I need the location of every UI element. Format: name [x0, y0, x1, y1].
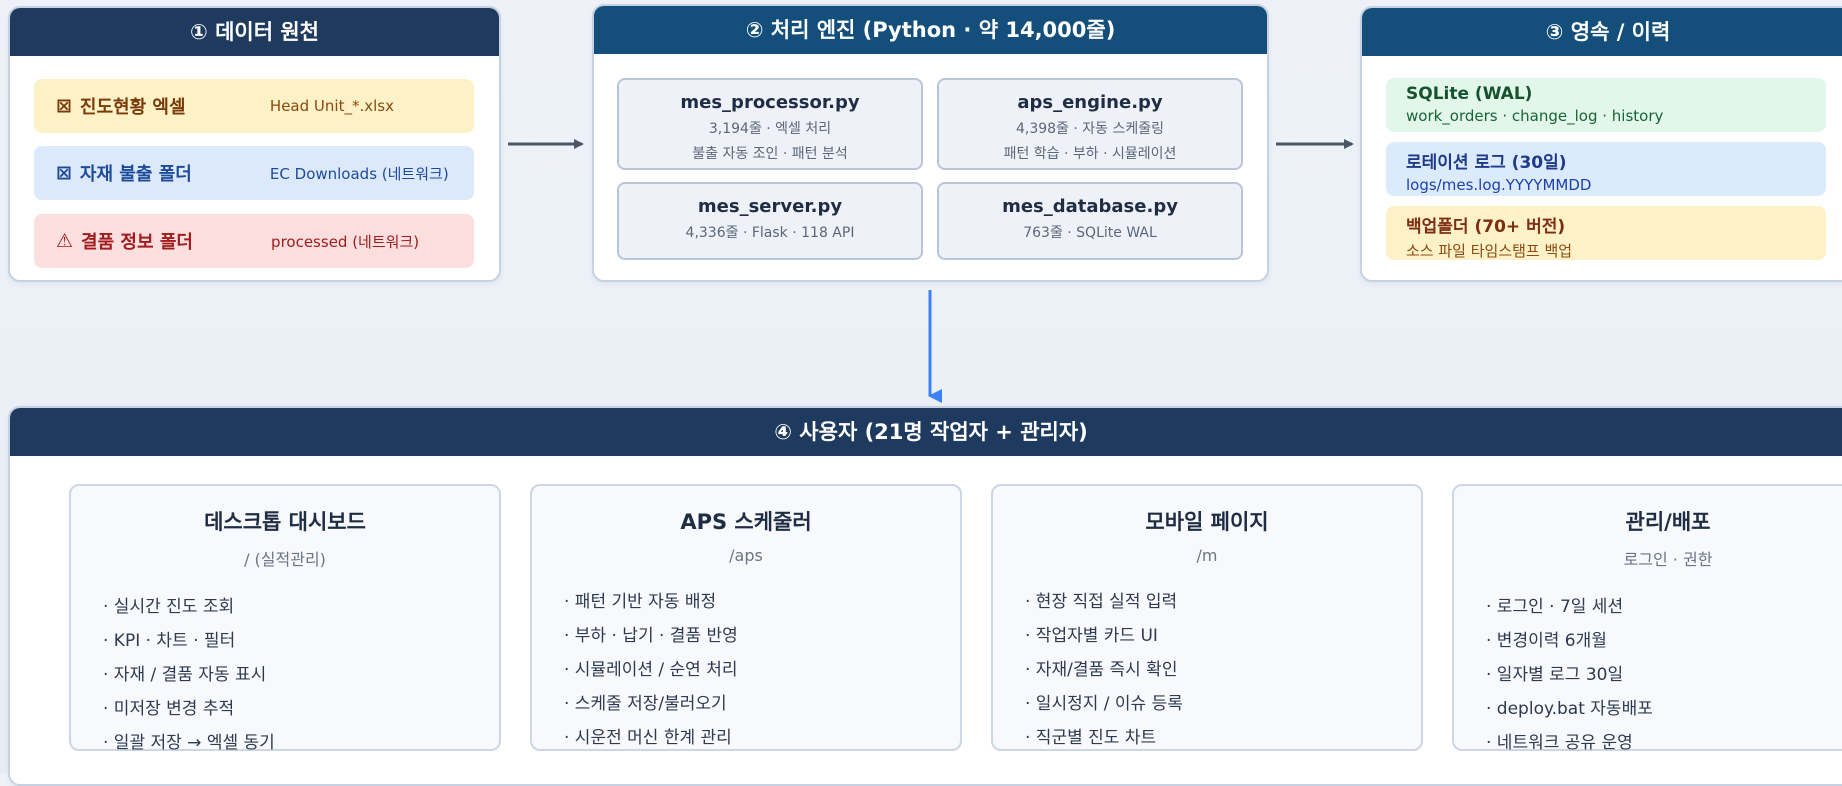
- feature-item: · 자재/결품 즉시 확인: [1025, 660, 1178, 680]
- feature-item: · 로그인 · 7일 세션: [1486, 597, 1624, 617]
- module-detail: 패턴 학습 · 부하 · 시뮬레이션: [1003, 146, 1177, 162]
- feature-item: · 실시간 진도 조회: [103, 597, 235, 617]
- feature-item: · 작업자별 카드 UI: [1025, 626, 1158, 646]
- user-card-admin-deploy: 관리/배포 로그인 · 권한 · 로그인 · 7일 세션 · 변경이력 6개월 …: [1452, 484, 1842, 753]
- module-name: mes_database.py: [1002, 196, 1178, 217]
- feature-item: · 현장 직접 실적 입력: [1025, 592, 1178, 612]
- user-card-title: APS 스케줄러: [680, 510, 812, 534]
- feature-item: · 일시정지 / 이슈 등록: [1025, 694, 1183, 714]
- user-card-feature-list: · 실시간 진도 조회 · KPI · 차트 · 필터 · 자재 / 결품 자동…: [71, 590, 499, 760]
- module-mes-processor: mes_processor.py 3,194줄 · 엑셀 처리 불출 자동 조인…: [617, 78, 923, 170]
- users-header-title: ④ 사용자 (21명 작업자 + 관리자): [774, 420, 1088, 444]
- module-mes-server: mes_server.py 4,336줄 · Flask · 118 API: [617, 182, 923, 260]
- processing-engine-panel: ② 처리 엔진 (Python · 약 14,000줄) mes_process…: [592, 4, 1269, 282]
- user-card-route: 로그인 · 권한: [1623, 550, 1713, 569]
- storage-detail: logs/mes.log.YYYYMMDD: [1406, 176, 1592, 194]
- source-item-progress-excel: ⊠ 진도현황 엑셀 Head Unit_*.xlsx: [34, 79, 474, 133]
- storage-header: ③ 영속 / 이력: [1362, 8, 1842, 56]
- feature-item: · 일괄 저장 → 엑셀 동기: [103, 733, 275, 753]
- module-name: aps_engine.py: [1017, 92, 1163, 113]
- module-detail: 763줄 · SQLite WAL: [1023, 225, 1157, 241]
- feature-item: · 일자별 로그 30일: [1486, 665, 1624, 685]
- user-card-title: 데스크톱 대시보드: [204, 510, 366, 534]
- module-mes-database: mes_database.py 763줄 · SQLite WAL: [937, 182, 1243, 260]
- module-detail: 3,194줄 · 엑셀 처리: [708, 121, 832, 137]
- source-value: Head Unit_*.xlsx: [269, 97, 394, 115]
- source-item-material-folder: ⊠ 자재 불출 폴더 EC Downloads (네트워크): [34, 146, 474, 200]
- user-card-route: /m: [1196, 546, 1218, 565]
- storage-detail: 소스 파일 타임스탬프 백업: [1406, 242, 1573, 260]
- users-header: ④ 사용자 (21명 작업자 + 관리자): [10, 408, 1842, 456]
- feature-item: · KPI · 차트 · 필터: [103, 631, 236, 651]
- user-card-feature-list: · 로그인 · 7일 세션 · 변경이력 6개월 · 일자별 로그 30일 · …: [1454, 590, 1842, 760]
- excel-file-icon: ⊠: [56, 95, 72, 117]
- feature-item: · 스케줄 저장/불러오기: [564, 694, 727, 714]
- source-title: 진도현황 엑셀: [79, 97, 186, 118]
- feature-item: · 직군별 진도 차트: [1025, 728, 1157, 748]
- feature-item: · 시운전 머신 한계 관리: [564, 728, 732, 748]
- module-detail: 불출 자동 조인 · 패턴 분석: [692, 146, 848, 162]
- feature-item: · deploy.bat 자동배포: [1486, 699, 1653, 719]
- user-card-route: / (실적관리): [244, 550, 326, 569]
- data-sources-panel: ① 데이터 원천 ⊠ 진도현황 엑셀 Head Unit_*.xlsx ⊠ 자재…: [8, 6, 501, 282]
- feature-item: · 미저장 변경 추적: [103, 699, 235, 719]
- source-value: processed (네트워크): [271, 232, 420, 251]
- storage-title: 로테이션 로그 (30일): [1406, 153, 1567, 173]
- user-card-aps-scheduler: APS 스케줄러 /aps · 패턴 기반 자동 배정 · 부하 · 납기 · …: [530, 484, 962, 751]
- source-value: EC Downloads (네트워크): [269, 164, 449, 183]
- module-detail: 4,336줄 · Flask · 118 API: [685, 225, 855, 241]
- processing-engine-header: ② 처리 엔진 (Python · 약 14,000줄): [594, 6, 1267, 54]
- feature-item: · 자재 / 결품 자동 표시: [103, 665, 267, 685]
- source-item-shortage-folder: ⚠ 결품 정보 폴더 processed (네트워크): [34, 214, 474, 268]
- user-card-desktop-dashboard: 데스크톱 대시보드 / (실적관리) · 실시간 진도 조회 · KPI · 차…: [69, 484, 501, 753]
- user-card-title: 모바일 페이지: [1145, 510, 1269, 534]
- user-card-route: /aps: [729, 546, 763, 565]
- user-card-feature-list: · 패턴 기반 자동 배정 · 부하 · 납기 · 결품 반영 · 시뮬레이션 …: [532, 585, 960, 755]
- module-name: mes_server.py: [697, 196, 843, 217]
- storage-title: SQLite (WAL): [1406, 84, 1533, 104]
- module-name: mes_processor.py: [680, 92, 860, 113]
- feature-item: · 부하 · 납기 · 결품 반영: [564, 626, 738, 646]
- storage-title: 백업폴더 (70+ 버전): [1406, 217, 1566, 237]
- module-aps-engine: aps_engine.py 4,398줄 · 자동 스케줄링 패턴 학습 · 부…: [937, 78, 1243, 170]
- folder-icon: ⊠: [56, 162, 72, 184]
- data-sources-header: ① 데이터 원천: [10, 8, 499, 56]
- user-card-feature-list: · 현장 직접 실적 입력 · 작업자별 카드 UI · 자재/결품 즉시 확인…: [993, 585, 1421, 755]
- feature-item: · 패턴 기반 자동 배정: [564, 592, 717, 612]
- storage-panel: ③ 영속 / 이력 SQLite (WAL) work_orders · cha…: [1360, 6, 1842, 282]
- user-card-mobile-page: 모바일 페이지 /m · 현장 직접 실적 입력 · 작업자별 카드 UI · …: [991, 484, 1423, 751]
- source-title: 결품 정보 폴더: [81, 232, 193, 253]
- warning-icon: ⚠: [56, 230, 74, 252]
- feature-item: · 네트워크 공유 운영: [1486, 733, 1633, 753]
- source-title: 자재 불출 폴더: [79, 164, 192, 185]
- user-card-title: 관리/배포: [1625, 510, 1711, 534]
- storage-detail: work_orders · change_log · history: [1406, 107, 1664, 125]
- feature-item: · 변경이력 6개월: [1486, 631, 1607, 651]
- storage-item-sqlite: SQLite (WAL) work_orders · change_log · …: [1386, 78, 1826, 132]
- module-detail: 4,398줄 · 자동 스케줄링: [1015, 121, 1165, 137]
- storage-item-backup-folder: 백업폴더 (70+ 버전) 소스 파일 타임스탬프 백업: [1386, 206, 1826, 260]
- feature-item: · 시뮬레이션 / 순연 처리: [564, 660, 738, 680]
- storage-item-rotation-log: 로테이션 로그 (30일) logs/mes.log.YYYYMMDD: [1386, 142, 1826, 196]
